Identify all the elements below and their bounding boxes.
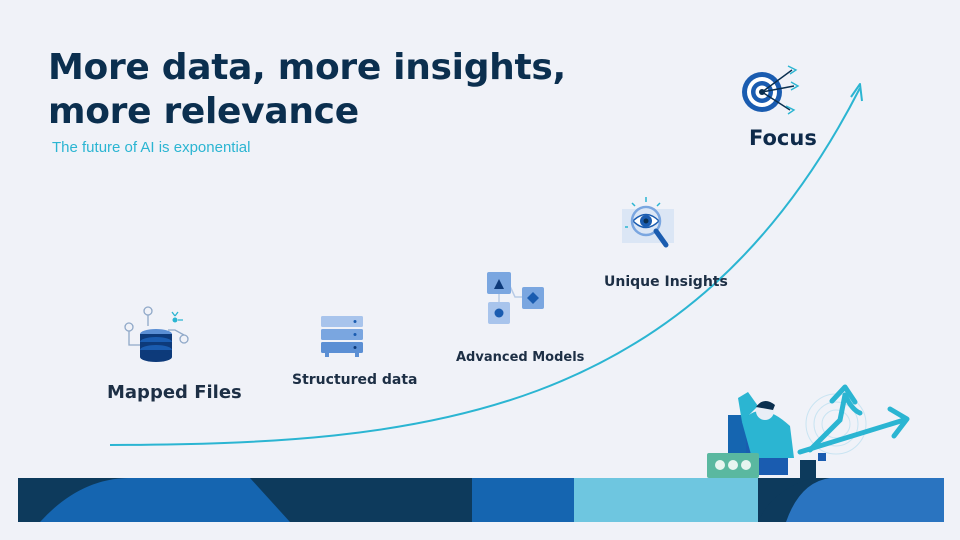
stage-label-advanced-models: Advanced Models [456,350,585,365]
slide-subtitle: The future of AI is exponential [52,139,251,156]
slide-title: More data, more insights, more relevance [48,46,566,134]
stage-label-unique-insights: Unique Insights [604,274,728,290]
person-illustration [707,384,910,478]
curve-arrowhead [850,83,863,102]
bottom-band [18,478,944,522]
title-line-1: More data, more insights, [48,47,566,88]
target-icon [742,65,800,115]
growth-curve [109,87,861,446]
model-nodes-icon [487,272,544,324]
title-line-2: more relevance [48,91,359,132]
stage-label-structured-data: Structured data [292,372,418,388]
server-icon [321,316,363,357]
stage-label-focus: Focus [749,126,817,150]
eye-magnifier-icon [622,197,674,248]
stage-label-mapped-files: Mapped Files [107,382,242,403]
database-icon [124,306,189,362]
